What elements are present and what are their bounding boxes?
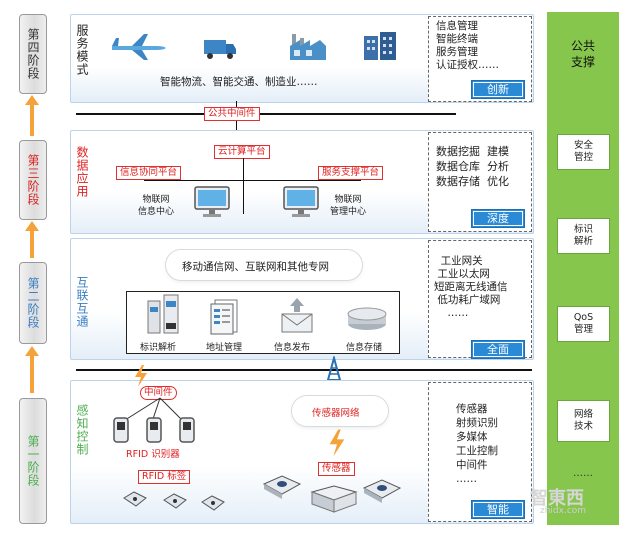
support-item-security: 安全 管控 — [557, 134, 610, 170]
middleware-connector-down — [236, 114, 237, 130]
stage-arrow-3-4 — [25, 95, 39, 136]
envelope-icon — [281, 298, 313, 333]
network-item-label: 地址管理 — [206, 343, 243, 353]
rfid-reader-icon — [179, 417, 195, 443]
network-cloud — [166, 250, 362, 280]
data-tag-label: 深度 — [487, 212, 509, 225]
info-center-label: 物联网 信息中心 — [138, 195, 175, 217]
sensor-icon — [362, 479, 402, 503]
stage-2-label: 第二阶段 — [19, 262, 47, 344]
middleware-line — [76, 113, 456, 115]
storage-disk-icon — [347, 307, 387, 330]
stage-1-label: 第一阶段 — [19, 398, 47, 524]
network-tag-label: 全面 — [487, 343, 509, 356]
sensing-tag-label: 智能 — [487, 503, 509, 516]
building-icon — [364, 32, 396, 60]
network-item-label: 标识解析 — [140, 343, 177, 353]
network-tag: 全面 — [471, 340, 525, 359]
rfid-tag-icon — [123, 491, 147, 507]
support-item-network: 网络 技术 — [557, 400, 610, 442]
stage-4-label: 第四阶段 — [19, 14, 47, 94]
sensor-network-label: 传感器网络 — [312, 408, 360, 419]
data-connector-vertical — [243, 158, 244, 214]
stage-arrow-2-3 — [25, 221, 39, 258]
lightning-icon — [329, 429, 345, 457]
network-side-box — [428, 240, 532, 358]
sensor-icon — [310, 485, 358, 513]
management-center-label: 物联网 管理中心 — [330, 195, 367, 217]
rfid-reader-icon — [146, 417, 162, 443]
service-summary: 智能物流、智能交通、制造业…… — [160, 76, 318, 88]
data-connector-horizontal — [144, 180, 360, 181]
collab-platform-label: 信息协同平台 — [116, 166, 182, 180]
sensing-side-text: 传感器 射频识别 多媒体 工业控制 中间件 …… — [456, 403, 498, 485]
network-side-text: 工业网关 工业以太网 短距离无线通信 低功耗广域网 …… — [434, 255, 508, 319]
sensing-tag: 智能 — [471, 500, 525, 519]
rfid-reader-icon — [113, 417, 129, 443]
watermark-url: zhidx.com — [540, 506, 587, 516]
sensing-side-box — [428, 382, 532, 522]
support-platform-label: 服务支撑平台 — [318, 166, 384, 180]
cloud-platform-label: 云计算平台 — [214, 145, 270, 159]
service-layer-label: 服务模式 — [75, 24, 89, 76]
sensor-network-cloud — [292, 396, 388, 426]
middleware-bar-label: 公共中间件 — [204, 107, 260, 121]
monitor-icon — [283, 186, 319, 217]
rfid-tag-icon — [201, 495, 225, 511]
service-tag-label: 创新 — [487, 83, 509, 96]
airplane-icon — [112, 34, 166, 60]
support-item-qos: QoS 管理 — [557, 306, 610, 342]
document-icon — [210, 299, 238, 335]
rfid-reader-label: RFID 识别器 — [126, 449, 180, 460]
sensor-icon — [262, 475, 302, 499]
rfid-tag-icon — [163, 493, 187, 509]
data-tag: 深度 — [471, 209, 525, 228]
stage-3-label: 第三阶段 — [19, 140, 47, 220]
data-layer-label: 数据应用 — [75, 146, 89, 198]
support-item-identifier: 标识 解析 — [557, 218, 610, 254]
rfid-tag-label: RFID 标签 — [138, 470, 191, 484]
antenna-icon — [326, 356, 342, 381]
backbone-line — [76, 369, 532, 371]
monitor-icon — [194, 186, 230, 217]
watermark-logo: 智東西 — [530, 488, 584, 509]
network-item-label: 信息发布 — [274, 343, 311, 353]
data-side-text: 数据挖掘 建模 数据仓库 分析 数据存储 优化 — [436, 145, 509, 188]
support-more: …… — [573, 468, 593, 479]
stage-arrow-1-2 — [25, 346, 39, 393]
lightning-icon — [135, 365, 147, 387]
public-support-column — [547, 12, 619, 525]
network-layer-label: 互联互通 — [75, 276, 89, 328]
network-cloud-label: 移动通信网、互联网和其他专网 — [182, 261, 329, 273]
network-item-label: 信息存储 — [346, 343, 383, 353]
factory-icon — [290, 34, 326, 60]
sensing-layer-label: 感知控制 — [75, 404, 89, 456]
service-tag: 创新 — [471, 80, 525, 99]
sensor-label: 传感器 — [318, 462, 355, 476]
service-side-text: 信息管理 智能终端 服务管理 认证授权…… — [436, 20, 499, 71]
truck-icon — [204, 40, 236, 59]
server-icon — [147, 294, 179, 334]
public-support-title: 公共 支撑 — [570, 39, 595, 69]
